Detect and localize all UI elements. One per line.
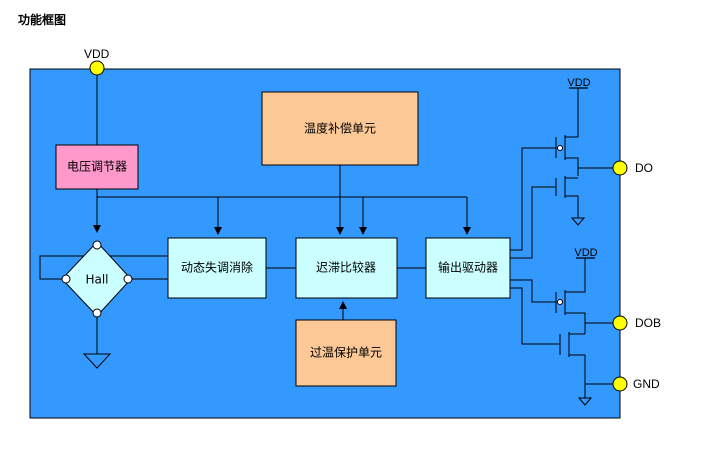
comparator-label: 迟滞比较器 (316, 260, 376, 275)
output-driver-label: 输出驱动器 (438, 260, 498, 275)
vdd-out2-label: VDD (574, 247, 597, 259)
hall-terminal-top (92, 240, 102, 250)
vdd-out1-label: VDD (567, 77, 590, 89)
wires (39, 68, 620, 406)
gnd-pin (612, 376, 628, 392)
regulator-block (55, 144, 139, 190)
do-pin (612, 160, 628, 176)
output-driver-block (425, 237, 511, 299)
offset-cancel-block (167, 237, 267, 299)
dob-pin (612, 315, 628, 331)
temp-comp-label: 温度补偿单元 (304, 121, 376, 136)
temp-comp-block (261, 91, 419, 166)
offset-cancel-label: 动态失调消除 (181, 260, 253, 275)
regulator-label: 电压调节器 (67, 160, 127, 174)
hall-terminal-bottom (92, 308, 102, 318)
hall-terminal-left (61, 274, 71, 284)
vdd-top-label: VDD (84, 47, 110, 61)
comparator-block (295, 237, 398, 299)
dob-label: DOB (635, 316, 661, 330)
do-label: DO (635, 161, 653, 175)
diagram-title: 功能框图 (18, 12, 66, 27)
over-temp-label: 过温保护单元 (310, 346, 382, 360)
vdd-pin (89, 60, 105, 76)
over-temp-block (295, 319, 397, 387)
hall-label: Hall (85, 273, 108, 287)
gnd-label: GND (633, 377, 660, 391)
hall-terminal-right (123, 274, 133, 284)
